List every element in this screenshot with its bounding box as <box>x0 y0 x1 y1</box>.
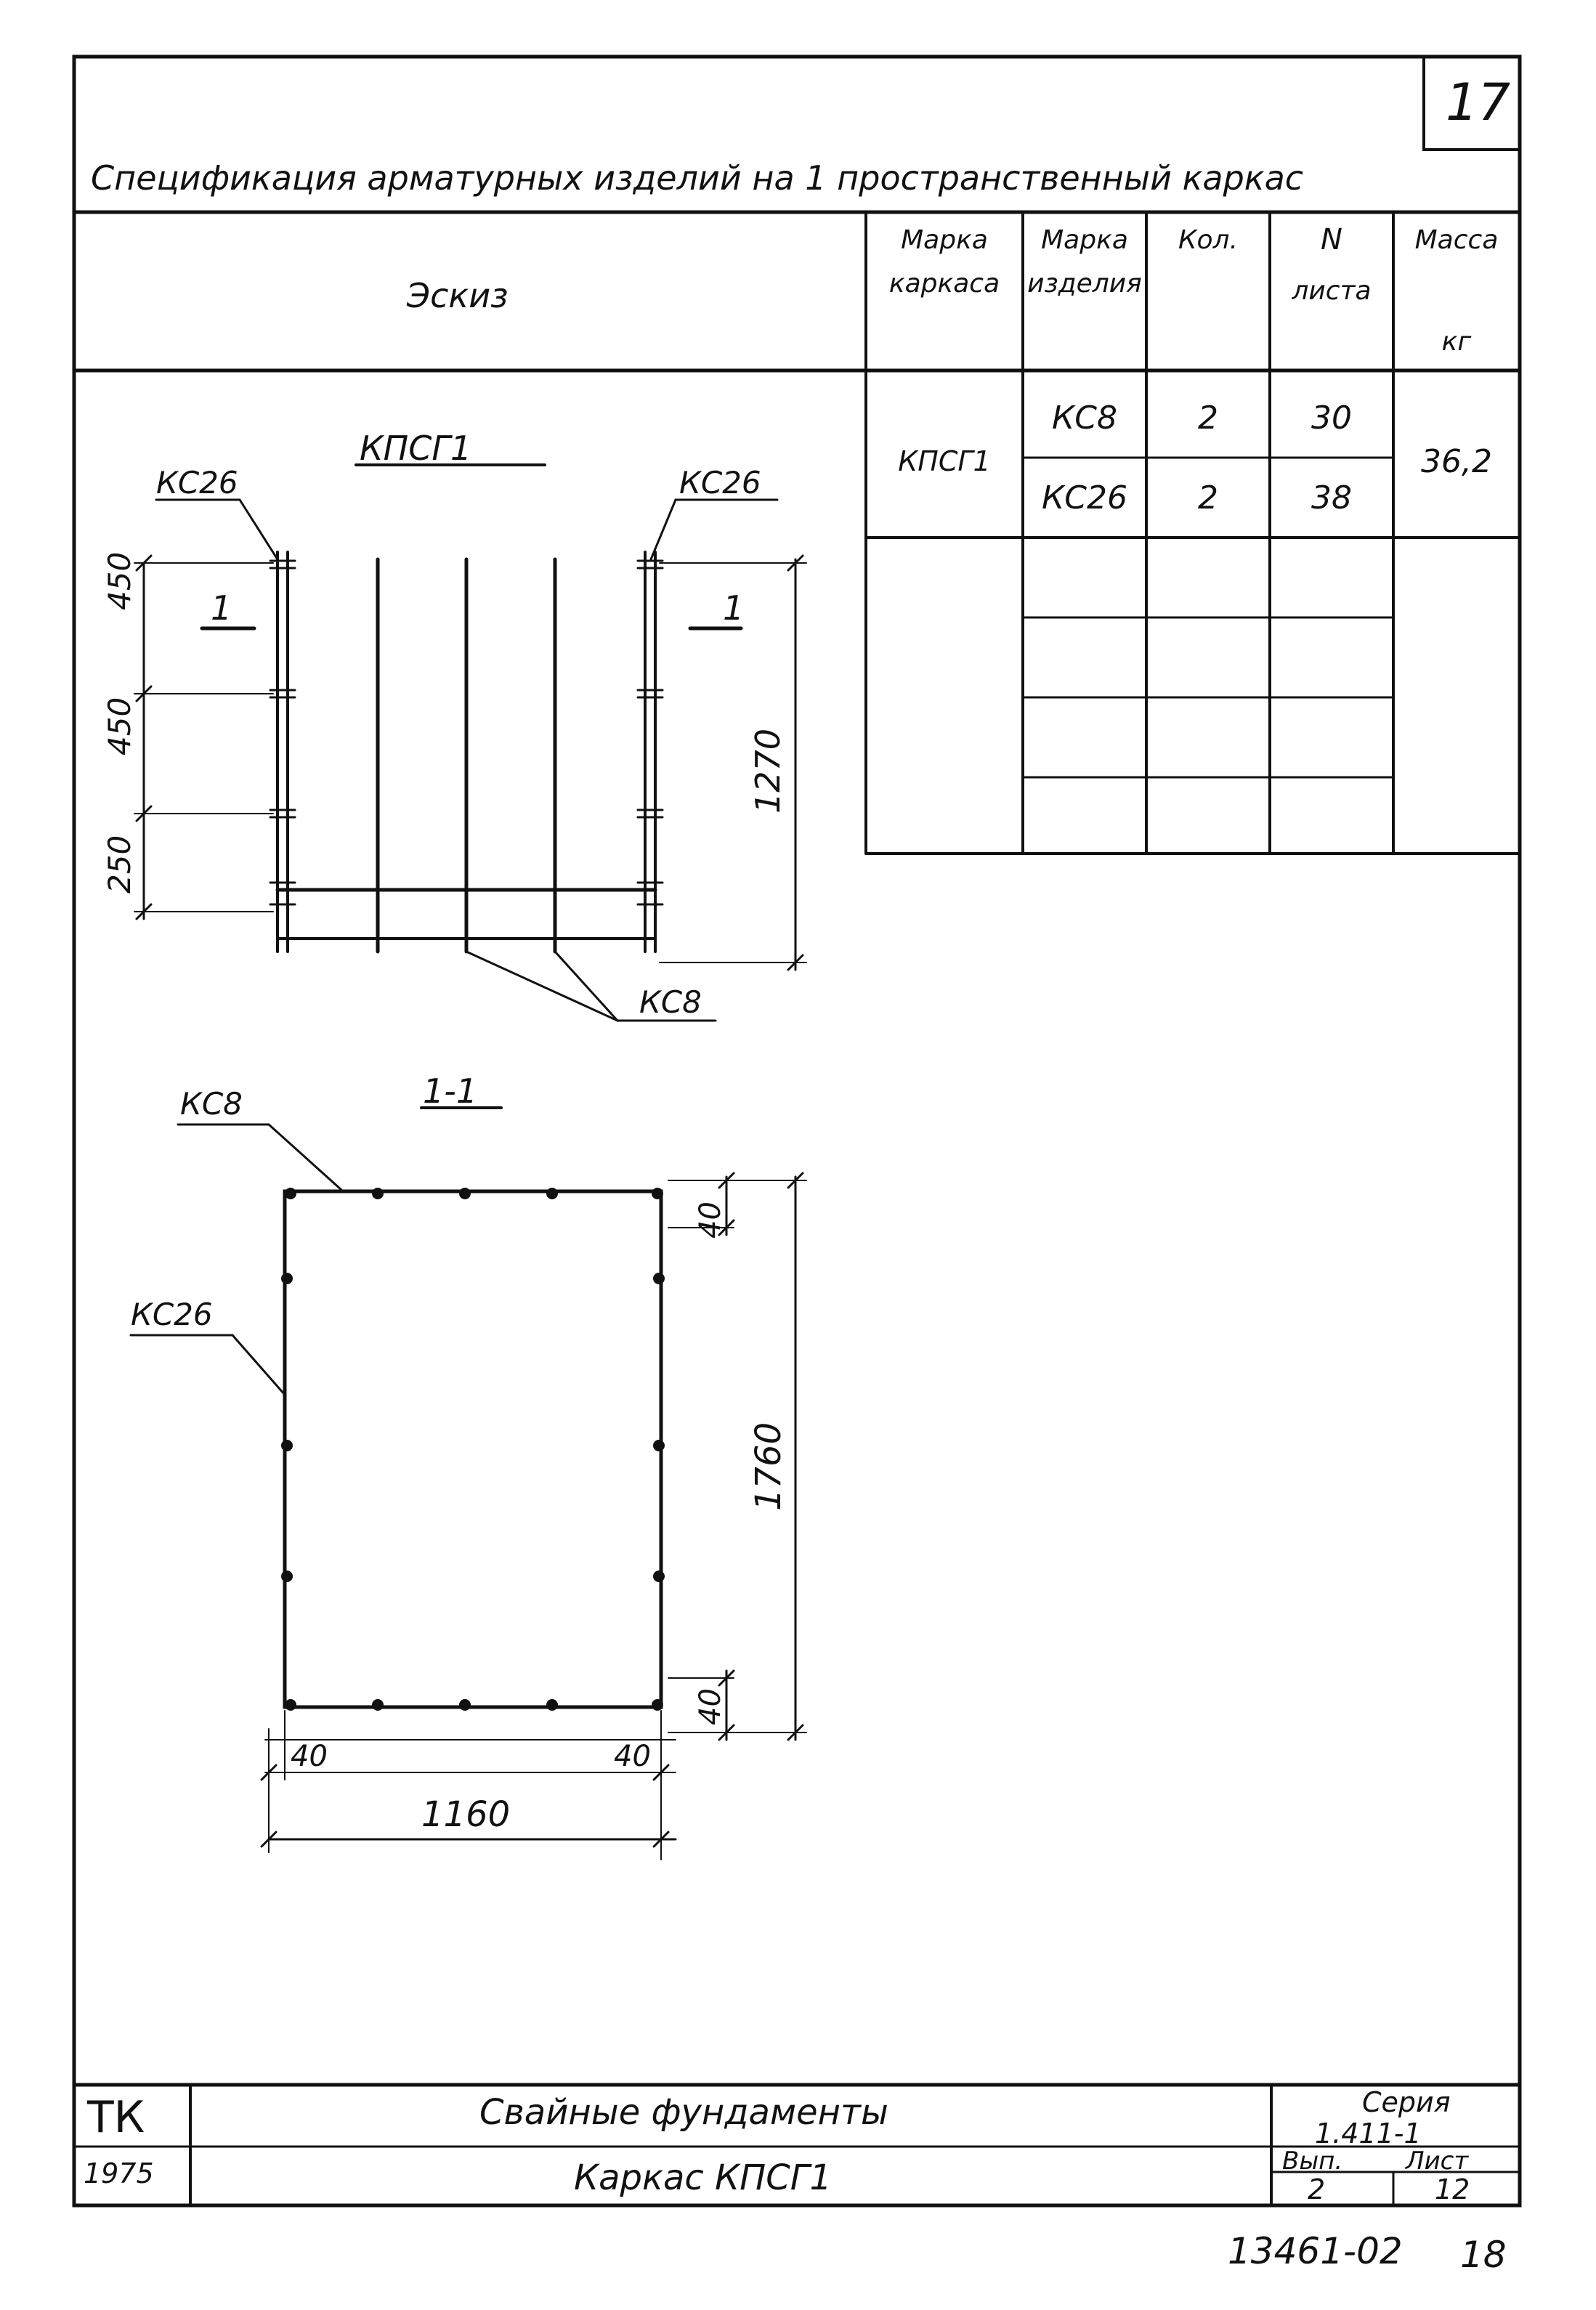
rebar-dot <box>653 1273 665 1284</box>
header-frame-mark-1: Марка <box>901 224 988 255</box>
row-1-item: КС8 <box>1052 399 1117 437</box>
year: 1975 <box>84 2157 154 2189</box>
rebar-dots <box>281 1188 665 1711</box>
series-value: 1.411-1 <box>1315 2118 1422 2149</box>
rebar-dot <box>653 1440 665 1451</box>
section-mark-right: 1 <box>723 588 745 628</box>
rebar-dot <box>652 1699 663 1711</box>
dim-40-left: 40 <box>291 1740 328 1773</box>
header-sheet-no-2: листа <box>1292 275 1372 306</box>
item-name: Каркас КПСГ1 <box>574 2157 832 2198</box>
issue-label: Вып. <box>1282 2147 1343 2176</box>
rebar-dot <box>459 1699 471 1711</box>
mass-value: 36,2 <box>1421 442 1492 480</box>
header-item-mark-2: изделия <box>1027 268 1142 299</box>
org-code: ТК <box>87 2092 145 2143</box>
label-ks26-left: КС26 <box>156 465 238 500</box>
row-1-sheet: 30 <box>1311 399 1352 437</box>
dim-1270: 1270 <box>748 728 787 814</box>
spec-title: Спецификация арматурных изделий на 1 про… <box>91 158 1304 198</box>
row-1-qty: 2 <box>1198 399 1218 437</box>
rebar-dot <box>281 1273 293 1284</box>
row-2-qty: 2 <box>1198 479 1218 516</box>
rebar-dot <box>372 1699 384 1711</box>
rebar-dot <box>546 1188 558 1199</box>
rebar-dot <box>653 1571 665 1582</box>
header-sheet-no-1: N <box>1321 223 1342 256</box>
archive-stamp-sheet: 18 <box>1460 2234 1507 2276</box>
header-item-mark-1: Марка <box>1041 224 1128 255</box>
issue-value: 2 <box>1308 2173 1326 2205</box>
label-ks8: КС8 <box>639 984 702 1020</box>
header-qty: Кол. <box>1178 224 1239 255</box>
section-mark-left: 1 <box>211 588 232 628</box>
dim-40-top: 40 <box>694 1201 727 1239</box>
section-title: 1-1 <box>423 1071 478 1111</box>
dim-450-top: 450 <box>102 551 137 610</box>
dim-40-bottom: 40 <box>694 1688 727 1725</box>
rebar-dot <box>652 1188 663 1199</box>
rebar-dot <box>459 1188 471 1199</box>
rebar-dot <box>546 1699 558 1711</box>
dim-40-right: 40 <box>614 1740 651 1773</box>
label-ks26-right: КС26 <box>679 465 761 500</box>
rebar-dot <box>285 1188 296 1199</box>
dim-1760: 1760 <box>748 1422 789 1511</box>
rebar-dot <box>281 1440 293 1451</box>
frame-mark: КПСГ1 <box>898 445 991 477</box>
rebar-dot <box>372 1188 384 1199</box>
elevation-title: КПСГ1 <box>360 429 472 468</box>
page-number: 17 <box>1446 73 1511 132</box>
row-2-item: КС26 <box>1042 479 1127 516</box>
outer-frame <box>72 54 1522 2208</box>
dim-450-mid: 450 <box>102 697 137 755</box>
sec-label-ks8: КС8 <box>180 1086 243 1122</box>
sheet-value: 12 <box>1435 2173 1470 2205</box>
dim-250: 250 <box>102 835 137 893</box>
dim-1160: 1160 <box>421 1794 511 1835</box>
page-number-box <box>1422 55 1521 151</box>
header-mass-1: Масса <box>1414 224 1499 255</box>
header-mass-2: кг <box>1441 326 1472 357</box>
header-frame-mark-2: каркаса <box>888 268 1000 299</box>
project-name: Свайные фундаменты <box>479 2092 888 2133</box>
rebar-dot <box>285 1699 296 1711</box>
archive-stamp: 13461-02 <box>1228 2230 1403 2272</box>
header-sketch: Эскиз <box>407 276 509 315</box>
sheet-label: Лист <box>1406 2147 1469 2176</box>
sec-label-ks26: КС26 <box>131 1297 213 1332</box>
row-2-sheet: 38 <box>1311 479 1352 516</box>
series-label: Серия <box>1362 2086 1451 2118</box>
rebar-dot <box>281 1571 293 1582</box>
